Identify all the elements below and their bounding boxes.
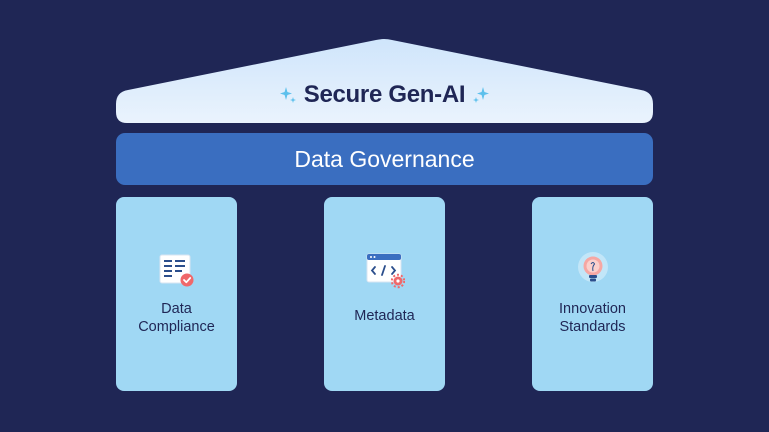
beam-title: Data Governance [294,145,475,172]
pillar-label: Data Compliance [138,301,215,335]
pillar-innovation-standards: Innovation Standards [532,197,653,391]
data-governance-beam: Data Governance [116,133,653,185]
sparkle-icon [279,87,296,103]
roof-title-group: Secure Gen-AI [116,78,653,112]
roof-title: Secure Gen-AI [303,81,466,108]
pillar-data-compliance: Data Compliance [116,197,237,391]
lightbulb-icon [577,252,608,282]
pillar-label: Metadata [354,308,415,324]
pillar-metadata: Metadata [324,197,445,391]
pillar-label: Innovation Standards [559,301,626,335]
sparkle-icon [473,87,490,103]
code-window-icon [366,253,405,289]
document-check-icon [159,254,193,287]
